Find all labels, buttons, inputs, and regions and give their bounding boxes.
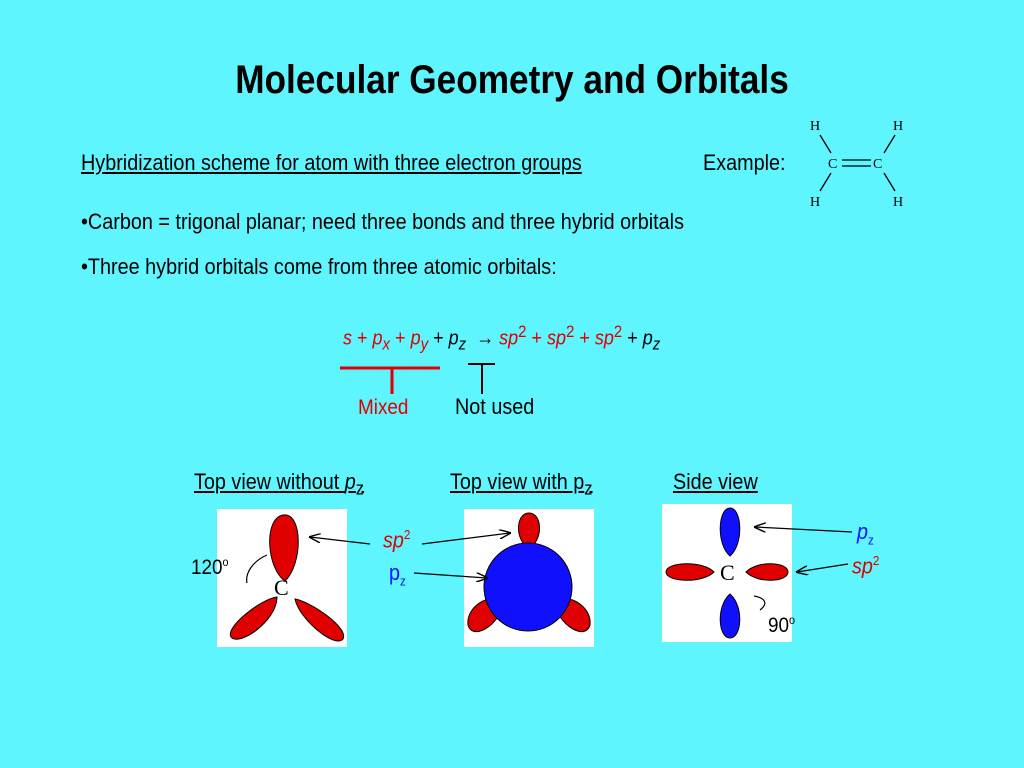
subheading: Hybridization scheme for atom with three… bbox=[81, 150, 582, 175]
ethylene-h-top-right: H bbox=[893, 119, 903, 134]
top-view-with-heading: Top view with pz bbox=[450, 469, 593, 499]
carbon-label: C bbox=[720, 560, 735, 585]
top-view-with-diagram bbox=[464, 509, 594, 647]
ethylene-c-left: C bbox=[828, 157, 837, 172]
bullet-2: •Three hybrid orbitals come from three a… bbox=[81, 254, 557, 279]
side-callout-pz: pz bbox=[857, 519, 874, 548]
ethylene-h-top-left: H bbox=[810, 119, 820, 134]
side-callout-sp2: sp2 bbox=[852, 553, 880, 579]
equation-brackets bbox=[340, 363, 495, 394]
pz-lobe-bottom bbox=[719, 593, 741, 639]
mixed-label: Mixed bbox=[358, 396, 409, 419]
top-view-without-heading: Top view without pz bbox=[194, 469, 365, 499]
bullet-1: •Carbon = trigonal planar; need three bo… bbox=[81, 209, 684, 234]
arrow-icon: → bbox=[476, 327, 495, 350]
callout-pz: pz bbox=[389, 560, 406, 589]
top-view-without-diagram: C bbox=[217, 509, 347, 647]
sp2-lobe-right bbox=[294, 598, 344, 642]
sp2-lobe-left bbox=[229, 596, 278, 640]
pz-orbital bbox=[483, 542, 573, 632]
sp2-lobe-right bbox=[745, 563, 789, 581]
page-title: Molecular Geometry and Orbitals bbox=[235, 58, 789, 102]
sp2-lobe-top bbox=[518, 512, 540, 550]
angle-90-label: 90o bbox=[768, 613, 796, 637]
carbon-label: C bbox=[274, 575, 289, 600]
ethylene-h-bottom-right: H bbox=[893, 195, 903, 210]
not-used-label: Not used bbox=[455, 394, 535, 419]
sp2-lobe-left bbox=[665, 563, 715, 581]
callout-sp2: sp2 bbox=[383, 527, 411, 553]
ethylene-structure: H H H H C C bbox=[810, 119, 903, 210]
example-label: Example: bbox=[703, 150, 786, 175]
angle-arc bbox=[753, 595, 766, 611]
pz-lobe-top bbox=[719, 507, 741, 557]
hybridization-equation: s + px + py + pz → sp2 + sp2 + sp2 + pz bbox=[343, 322, 661, 354]
angle-120-label: 120o bbox=[191, 555, 229, 579]
side-view-heading: Side view bbox=[673, 469, 758, 494]
arrow-side-sp2 bbox=[797, 563, 849, 572]
sp2-lobe-top bbox=[269, 514, 299, 582]
ethylene-h-bottom-left: H bbox=[810, 195, 820, 210]
angle-arc bbox=[246, 554, 268, 584]
ethylene-c-right: C bbox=[873, 157, 882, 172]
